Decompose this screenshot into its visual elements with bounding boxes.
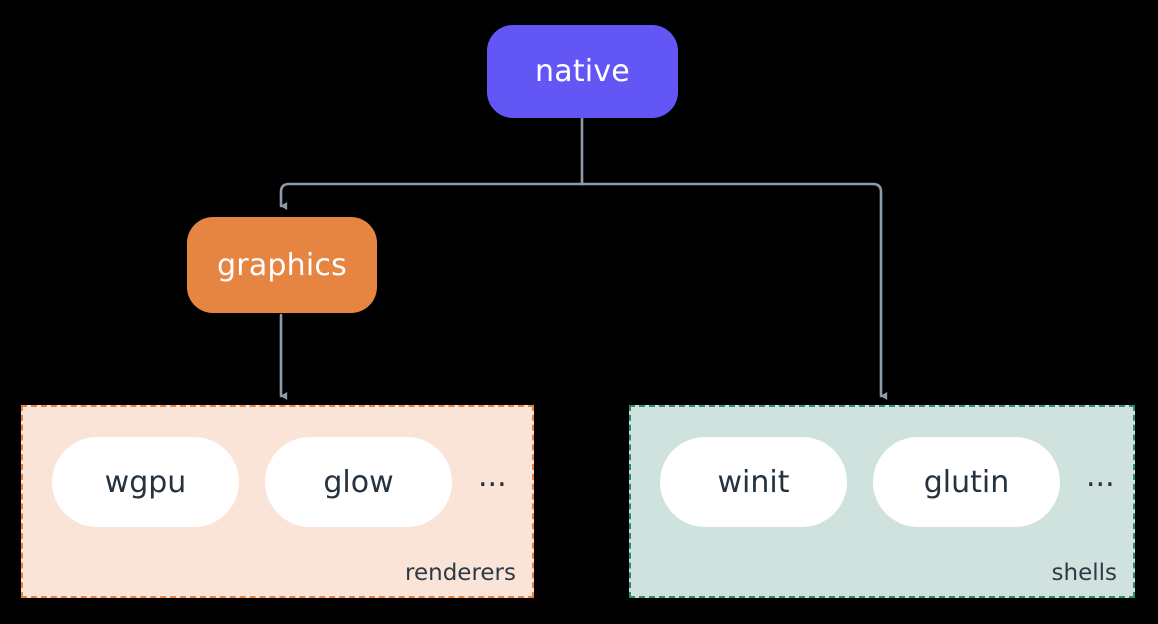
pill-glutin[interactable]: glutin bbox=[873, 437, 1060, 527]
pill-glow-label: glow bbox=[323, 464, 394, 500]
node-graphics-label: graphics bbox=[217, 247, 347, 283]
node-graphics[interactable]: graphics bbox=[187, 217, 377, 313]
edge-native-graphics bbox=[279, 182, 584, 211]
group-renderers-label: renderers bbox=[405, 560, 516, 586]
pill-glutin-label: glutin bbox=[923, 464, 1010, 500]
pill-winit[interactable]: winit bbox=[660, 437, 847, 527]
edge-native-shells bbox=[580, 182, 888, 401]
pill-wgpu[interactable]: wgpu bbox=[52, 437, 239, 527]
group-shells: winit glutin ... shells bbox=[629, 405, 1135, 598]
shells-overflow-ellipsis: ... bbox=[1086, 459, 1115, 494]
group-shells-label: shells bbox=[1051, 560, 1117, 586]
pill-wgpu-label: wgpu bbox=[104, 464, 187, 500]
pill-glow[interactable]: glow bbox=[265, 437, 452, 527]
pill-winit-label: winit bbox=[717, 464, 790, 500]
node-native-label: native bbox=[535, 54, 630, 89]
renderers-overflow-ellipsis: ... bbox=[478, 459, 507, 494]
node-native[interactable]: native bbox=[487, 25, 678, 118]
group-shells-items: winit glutin ... bbox=[631, 437, 1115, 527]
group-renderers-items: wgpu glow ... bbox=[23, 437, 507, 527]
group-renderers: wgpu glow ... renderers bbox=[21, 405, 534, 598]
